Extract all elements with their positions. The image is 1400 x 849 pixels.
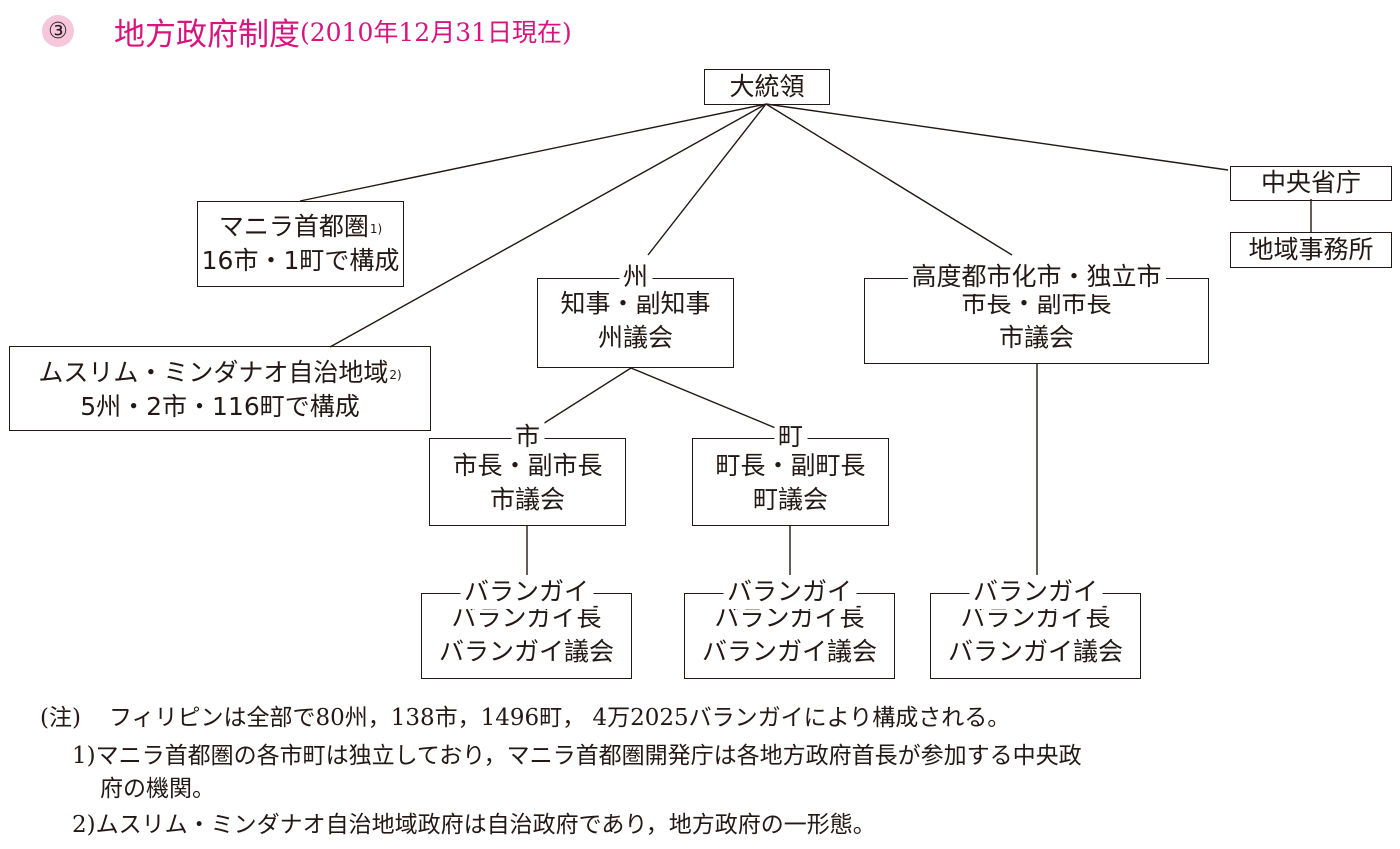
note-1-continued: 府の機関。 <box>100 773 215 805</box>
title-sub: (2010年12月31日現在) <box>300 18 572 47</box>
node-city: 市 市長・副市長 市議会 <box>429 420 626 526</box>
node-province: 州 知事・副知事 州議会 <box>537 260 734 368</box>
node-central-ministries: 中央省庁 <box>1230 166 1392 201</box>
node-municipality-line2: 町議会 <box>752 485 828 514</box>
node-city-line1: 市長・副市長 <box>452 451 603 480</box>
note-1: 1)マニラ首都圏の各市町は独立しており，マニラ首都圏開発庁は各地方政府首長が参加… <box>72 740 1082 772</box>
node-huc-line2: 市議会 <box>998 323 1074 352</box>
node-huc: 高度都市化市・独立市 市長・副市長 市議会 <box>864 260 1209 364</box>
node-armm-line1: ムスリム・ミンダナオ自治地域2) <box>38 358 402 387</box>
edge-province-city <box>526 367 632 435</box>
node-metro-manila-line2: 16市・1町で構成 <box>201 246 400 275</box>
title-main: 地方政府制度 <box>114 16 300 53</box>
node-municipality-label: 町 <box>773 420 808 454</box>
node-barangay-municipality: バランガイ バランガイ長 バランガイ議会 <box>684 575 895 679</box>
node-president: 大統領 <box>704 69 830 105</box>
edge-president-metro-manila <box>299 103 767 202</box>
edge-president-ministries <box>765 103 1229 171</box>
node-regional-offices-label: 地域事務所 <box>1248 235 1374 264</box>
page-title: ③ 地方政府制度 (2010年12月31日現在) <box>42 8 572 54</box>
note-1-line2: 府の機関。 <box>100 776 215 802</box>
note-1-mark: 1) <box>72 743 96 769</box>
note-2-line1: ムスリム・ミンダナオ自治地域政府は自治政府であり，地方政府の一形態。 <box>95 812 876 838</box>
title-number-badge: ③ <box>42 15 74 47</box>
node-armm: ムスリム・ミンダナオ自治地域2) 5州・2市・116町で構成 <box>9 346 431 431</box>
node-president-label: 大統領 <box>729 72 805 101</box>
edge-president-province <box>647 103 767 256</box>
node-metro-manila-line1: マニラ首都圏1) <box>218 212 383 241</box>
node-barangay-huc-label: バランガイ <box>968 575 1103 609</box>
node-barangay-city: バランガイ バランガイ長 バランガイ議会 <box>421 575 632 679</box>
node-province-line2: 州議会 <box>597 323 673 352</box>
edge-president-huc <box>765 103 1013 256</box>
footnote-mark-1: 1) <box>369 222 383 236</box>
node-city-label: 市 <box>510 420 545 454</box>
node-barangay-huc-line2: バランガイ議会 <box>947 637 1123 666</box>
node-city-line2: 市議会 <box>489 485 565 514</box>
edge-province-municipality <box>630 367 791 435</box>
node-regional-offices: 地域事務所 <box>1230 232 1392 268</box>
node-barangay-huc: バランガイ バランガイ長 バランガイ議会 <box>930 575 1141 679</box>
note-main: (注) フィリピンは全部で80州，138市，1496町， 4万2025バランガイに… <box>40 702 1010 734</box>
node-barangay-city-label: バランガイ <box>459 575 594 609</box>
node-metro-manila: マニラ首都圏1) 16市・1町で構成 <box>197 201 404 287</box>
edge-president-armm <box>329 103 767 348</box>
node-barangay-city-line2: バランガイ議会 <box>438 637 614 666</box>
note-main-prefix: (注) <box>40 705 81 731</box>
node-barangay-municipality-label: バランガイ <box>722 575 857 609</box>
footnote-mark-2: 2) <box>389 368 402 382</box>
note-main-text: フィリピンは全部で80州，138市，1496町， 4万2025バランガイにより構… <box>108 705 1011 731</box>
node-province-label: 州 <box>618 260 653 294</box>
note-2-mark: 2) <box>72 812 96 838</box>
node-central-ministries-label: 中央省庁 <box>1260 168 1361 197</box>
node-armm-line2: 5州・2市・116町で構成 <box>80 392 360 421</box>
note-2: 2)ムスリム・ミンダナオ自治地域政府は自治政府であり，地方政府の一形態。 <box>72 809 876 841</box>
node-barangay-municipality-line2: バランガイ議会 <box>701 637 877 666</box>
note-1-line1: マニラ首都圏の各市町は独立しており，マニラ首都圏開発庁は各地方政府首長が参加する… <box>95 743 1082 769</box>
node-huc-label: 高度都市化市・独立市 <box>907 260 1166 294</box>
node-municipality: 町 町長・副町長 町議会 <box>692 420 889 526</box>
node-municipality-line1: 町長・副町長 <box>715 451 866 480</box>
